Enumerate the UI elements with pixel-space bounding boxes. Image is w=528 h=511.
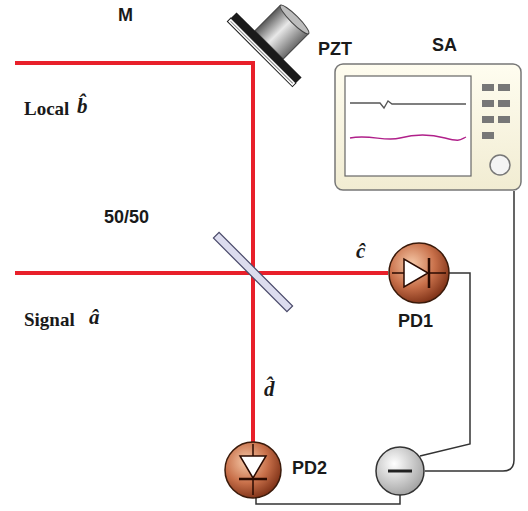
mode-operator: ĉ xyxy=(356,240,365,263)
part-label: PD1 xyxy=(398,312,433,332)
piezo-mirror xyxy=(227,0,330,87)
mode-operator: d̂ xyxy=(264,378,275,401)
part-label: PZT xyxy=(318,40,352,60)
part-label: 50/50 xyxy=(104,208,149,228)
laser-beam xyxy=(15,61,388,444)
photodiode xyxy=(225,442,281,498)
part-label: PD2 xyxy=(292,459,327,479)
part-label: M xyxy=(118,6,133,26)
mode-operator: b̂ xyxy=(77,95,88,118)
beam-label: Local xyxy=(24,99,69,120)
subtractor-symbol xyxy=(376,447,424,495)
photodiode xyxy=(389,243,449,303)
signal-wire xyxy=(256,191,514,504)
beam-label: Signal xyxy=(24,310,75,331)
spectrum-analyzer xyxy=(335,64,521,190)
beam-splitter xyxy=(213,232,292,311)
mode-operator: â xyxy=(89,306,100,329)
part-label: SA xyxy=(432,36,457,56)
